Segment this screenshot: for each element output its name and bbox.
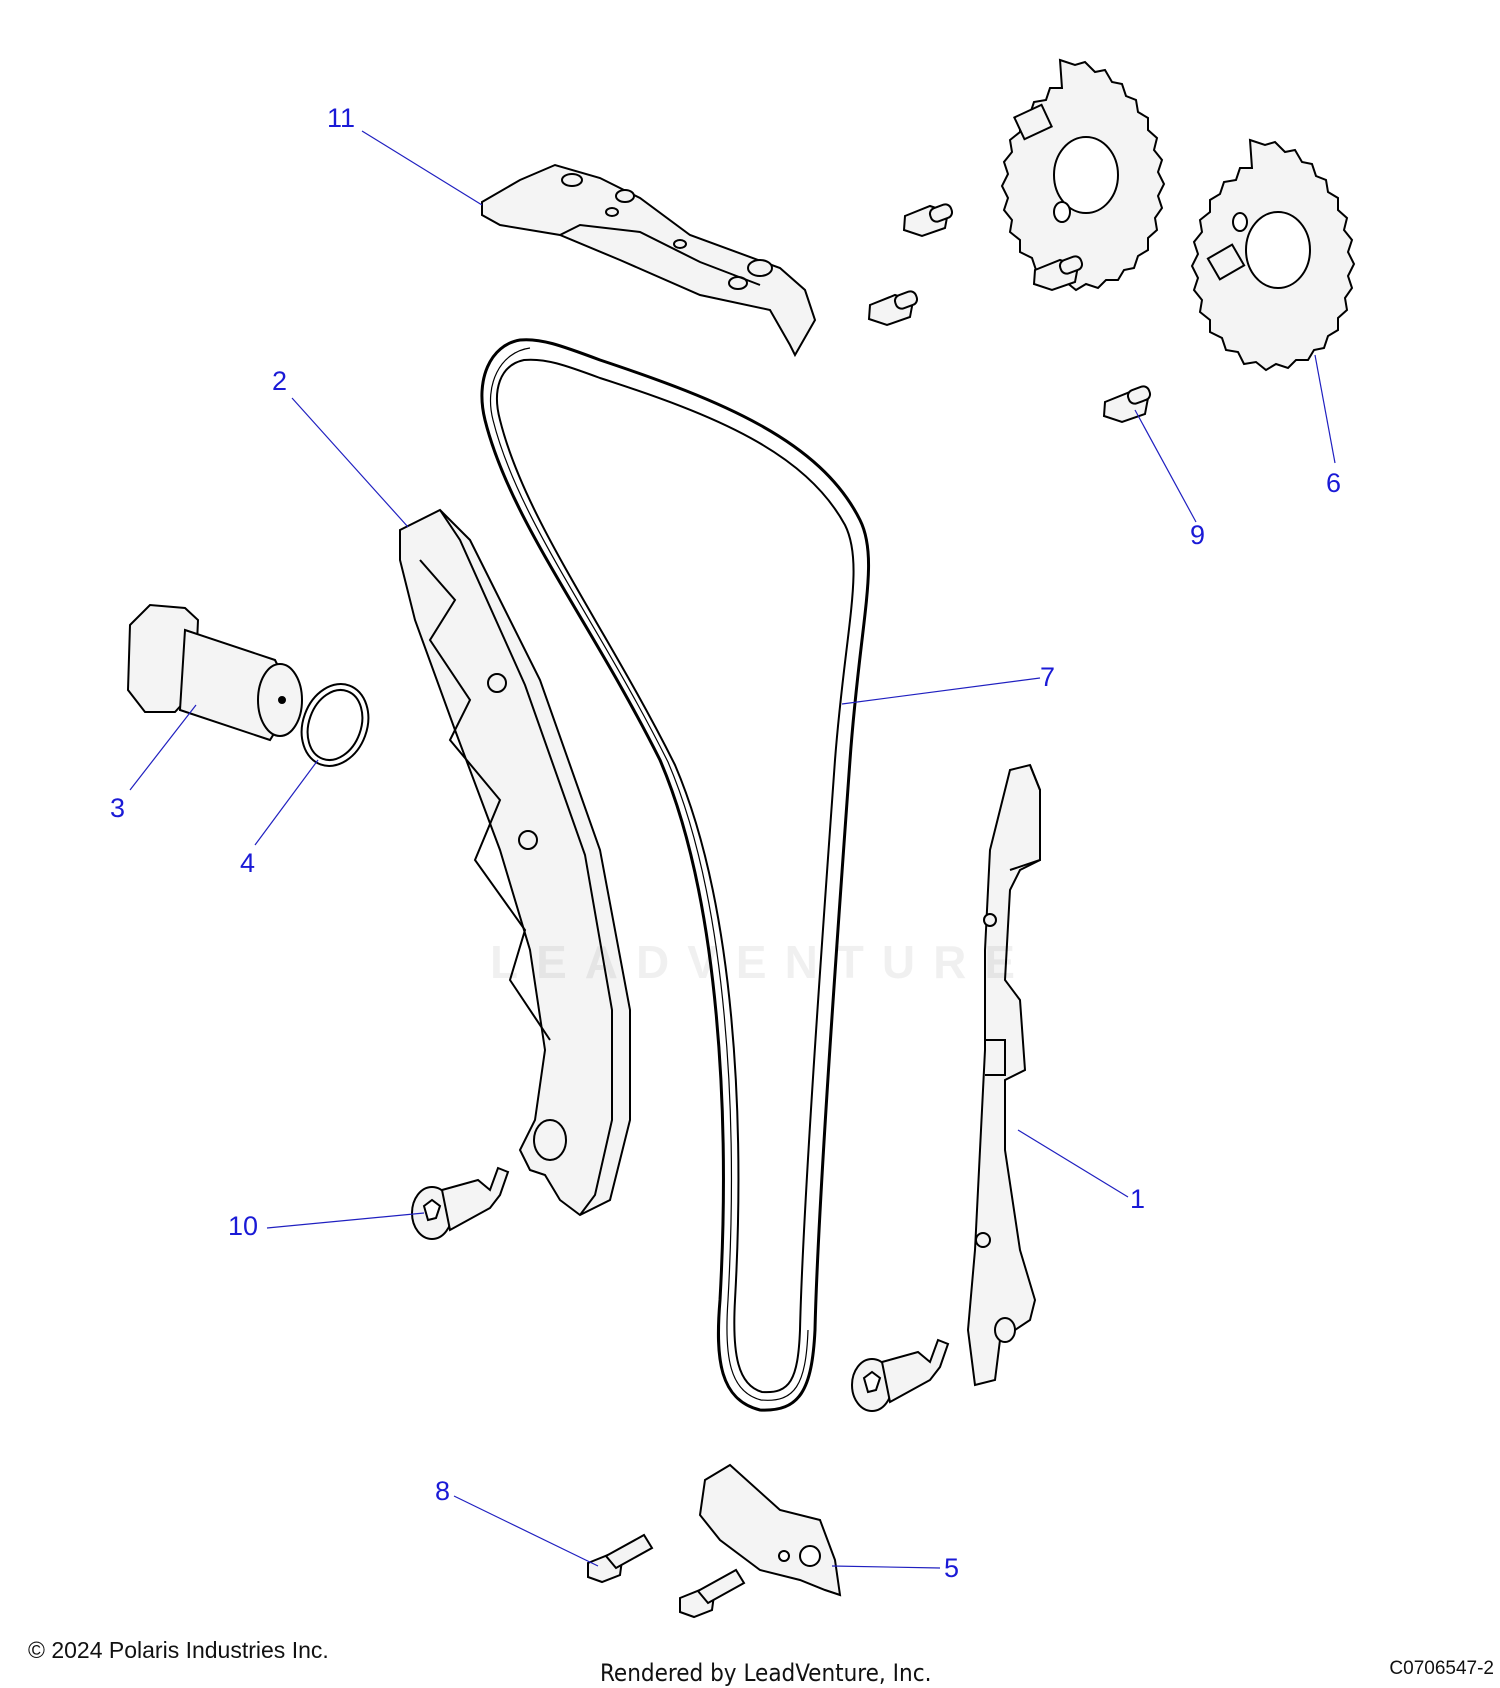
leader-lines	[129, 130, 1336, 1569]
callout-7: 7	[1040, 662, 1056, 692]
watermark: LEADVENTURE	[490, 936, 1034, 988]
callout-5: 5	[944, 1553, 960, 1583]
callout-1: 1	[1130, 1184, 1146, 1214]
callout-4: 4	[240, 848, 256, 878]
part-2-tensioner-guide	[399, 508, 631, 1217]
callout-11: 11	[327, 103, 356, 133]
part-6-sprocket-left	[1000, 58, 1166, 292]
part-10-pivot-bolts	[411, 1166, 950, 1412]
part-3-tensioner	[126, 603, 303, 742]
part-4-o-ring	[300, 683, 370, 767]
part-11-upper-guide	[481, 163, 817, 358]
callout-2: 2	[272, 366, 288, 396]
part-8-bolts	[587, 1533, 746, 1619]
copyright-text: © 2024 Polaris Industries Inc.	[28, 1637, 329, 1663]
part-9-bolts	[867, 203, 1152, 424]
callout-6: 6	[1326, 468, 1342, 498]
callout-9: 9	[1190, 520, 1206, 550]
callout-8: 8	[435, 1476, 451, 1506]
callout-3: 3	[110, 793, 126, 823]
part-5-lower-bracket	[698, 1463, 842, 1597]
part-7-timing-chain	[480, 338, 871, 1412]
rendered-by-text: Rendered by LeadVenture, Inc.	[600, 1659, 932, 1687]
diagram-id: C0706547-2	[1389, 1658, 1494, 1679]
part-1-fixed-guide	[966, 763, 1041, 1387]
callout-10: 10	[228, 1211, 259, 1241]
part-6-sprocket-right	[1190, 138, 1356, 372]
